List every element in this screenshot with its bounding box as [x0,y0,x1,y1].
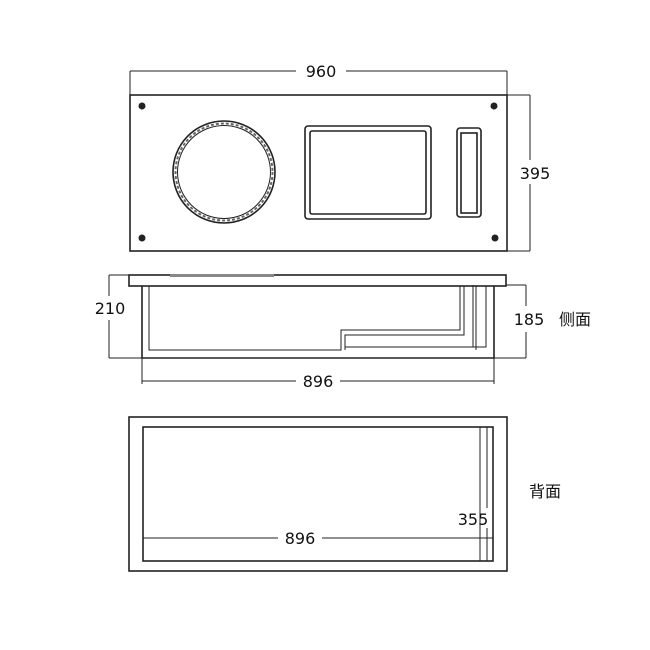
back-view: 896 355 背面 [128,416,561,572]
back-view-label: 背面 [529,482,561,501]
dim-185: 185 [514,310,545,329]
side-width-dimension: 896 [141,358,495,391]
side-view-label: 侧面 [559,310,591,329]
screw-icon [491,234,499,242]
slot-cutout [456,127,482,218]
side-body [141,286,495,359]
back-dim-896: 896 [285,529,316,548]
screw-icon [138,102,146,110]
back-dim-355: 355 [458,510,489,529]
dim-960: 960 [306,62,337,81]
back-inner [142,426,494,562]
top-panel-outline [129,94,508,252]
dim-210: 210 [95,299,126,318]
round-speaker-cutout [172,120,276,224]
screw-icon [490,102,498,110]
side-height-dimension: 210 [95,274,142,359]
rectangular-cutout [304,125,432,220]
side-view: 210 185 侧面 896 [95,274,591,391]
top-height-dimension: 395 [507,94,551,252]
side-inner-height-dimension: 185 侧面 [494,284,591,359]
side-top-plate [128,274,507,287]
back-outer [128,416,508,572]
screw-icon [138,234,146,242]
dim-395: 395 [520,164,551,183]
dim-896: 896 [303,372,334,391]
side-flange [170,274,274,277]
top-width-dimension: 960 [129,62,508,95]
top-view: 960 395 [129,62,551,252]
screw-icons [138,102,499,242]
